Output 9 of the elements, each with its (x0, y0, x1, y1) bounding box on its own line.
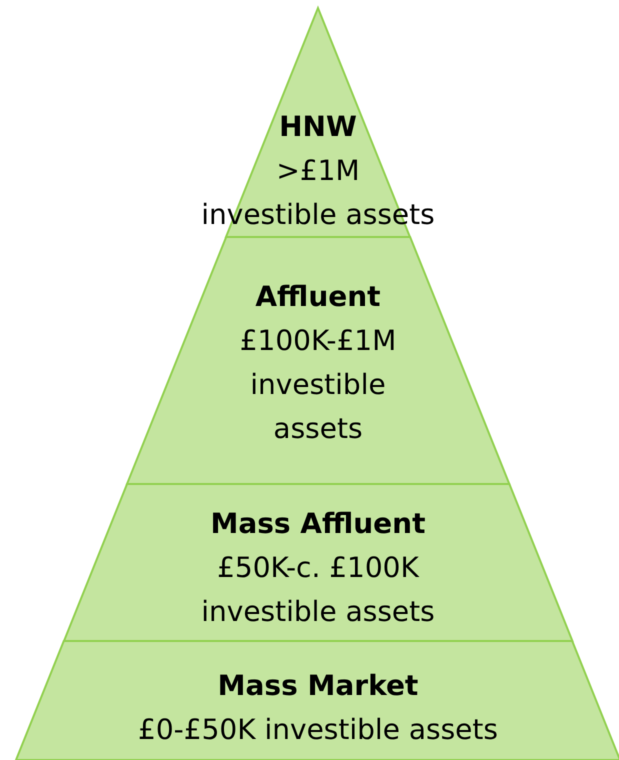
tier-title: HNW (278, 109, 358, 145)
tier-title: Mass Market (216, 668, 420, 704)
tier-description: £0-£50K investible assets (137, 712, 499, 748)
tier-description: investible assets (200, 197, 436, 233)
tier-description: >£1M (275, 153, 361, 189)
tier-description: £100K-£1M investible assets (238, 323, 398, 447)
tier-title: Affluent (254, 279, 382, 315)
tier-title: Mass Affluent (209, 506, 426, 542)
tier-description: £50K-c. £100K investible assets (200, 550, 436, 630)
